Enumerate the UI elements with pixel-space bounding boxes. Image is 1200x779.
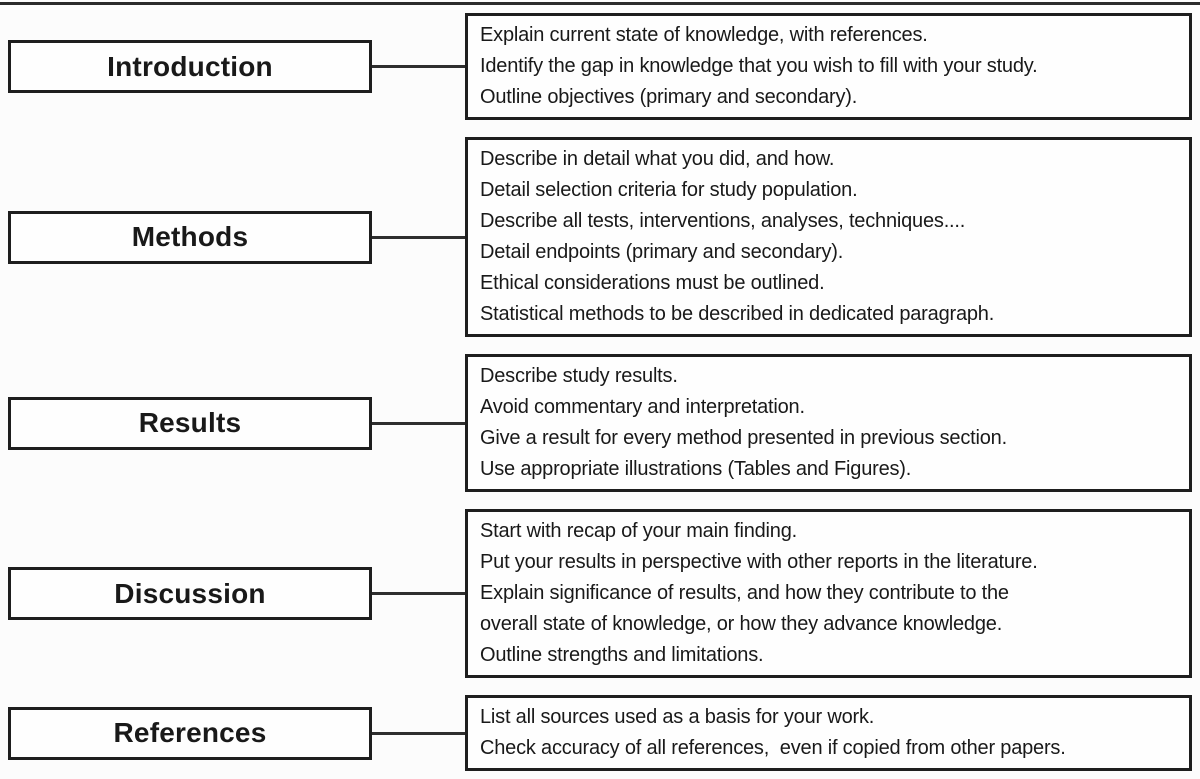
connector-line [372,65,465,68]
section-box-introduction: Introduction [8,40,372,93]
guidelines-box-introduction: Explain current state of knowledge, with… [465,13,1192,120]
guideline-line: Describe all tests, interventions, analy… [480,210,966,232]
guideline-line: List all sources used as a basis for you… [480,706,875,728]
guidelines-box-references: List all sources used as a basis for you… [465,695,1192,771]
guideline-line: Outline strengths and limitations. [480,644,764,666]
connector-line [372,235,465,239]
connector-line [372,731,465,735]
guideline-line: Explain current state of knowledge, with… [480,24,928,46]
guideline-line: Check accuracy of all references, even i… [480,737,1066,759]
section-label: References [113,717,267,748]
guideline-line: Detail endpoints (primary and secondary)… [480,241,844,263]
diagram-row-results: Results Describe study results. Avoid co… [0,354,1200,492]
guideline-line: Detail selection criteria for study popu… [480,179,858,201]
guideline-line: Give a result for every method presented… [480,427,1007,449]
diagram-row-methods: Methods Describe in detail what you did,… [0,137,1200,337]
guideline-line: Outline objectives (primary and secondar… [480,86,858,108]
guidelines-box-methods: Describe in detail what you did, and how… [465,137,1192,337]
guideline-line: Describe study results. [480,365,678,387]
guidelines-box-results: Describe study results. Avoid commentary… [465,354,1192,492]
guidelines-box-discussion: Start with recap of your main finding. P… [465,509,1192,678]
diagram-row-introduction: Introduction Explain current state of kn… [0,13,1200,120]
guideline-line: Identify the gap in knowledge that you w… [480,55,1038,77]
guideline-line: Describe in detail what you did, and how… [480,148,835,170]
guideline-line: Put your results in perspective with oth… [480,551,1038,573]
section-label: Methods [131,221,249,252]
section-box-discussion: Discussion [8,567,372,620]
section-box-references: References [8,706,372,760]
guideline-line: Explain significance of results, and how… [480,582,1009,604]
guideline-line: Use appropriate illustrations (Tables an… [480,458,912,480]
section-label: Discussion [114,577,266,609]
diagram-row-references: References List all sources used as a ba… [0,695,1200,771]
guideline-line: Start with recap of your main finding. [480,520,797,542]
section-label: Results [138,407,242,438]
top-edge-line [0,2,1200,5]
section-label: Introduction [107,50,273,82]
guideline-line: Avoid commentary and interpretation. [480,396,805,418]
section-box-methods: Methods [8,210,372,264]
diagram-row-discussion: Discussion Start with recap of your main… [0,509,1200,678]
connector-line [372,421,465,425]
section-box-results: Results [8,396,372,450]
connector-line [372,592,465,595]
guideline-line: Statistical methods to be described in d… [480,303,995,325]
guideline-line: overall state of knowledge, or how they … [480,613,1003,635]
guideline-line: Ethical considerations must be outlined. [480,272,825,294]
